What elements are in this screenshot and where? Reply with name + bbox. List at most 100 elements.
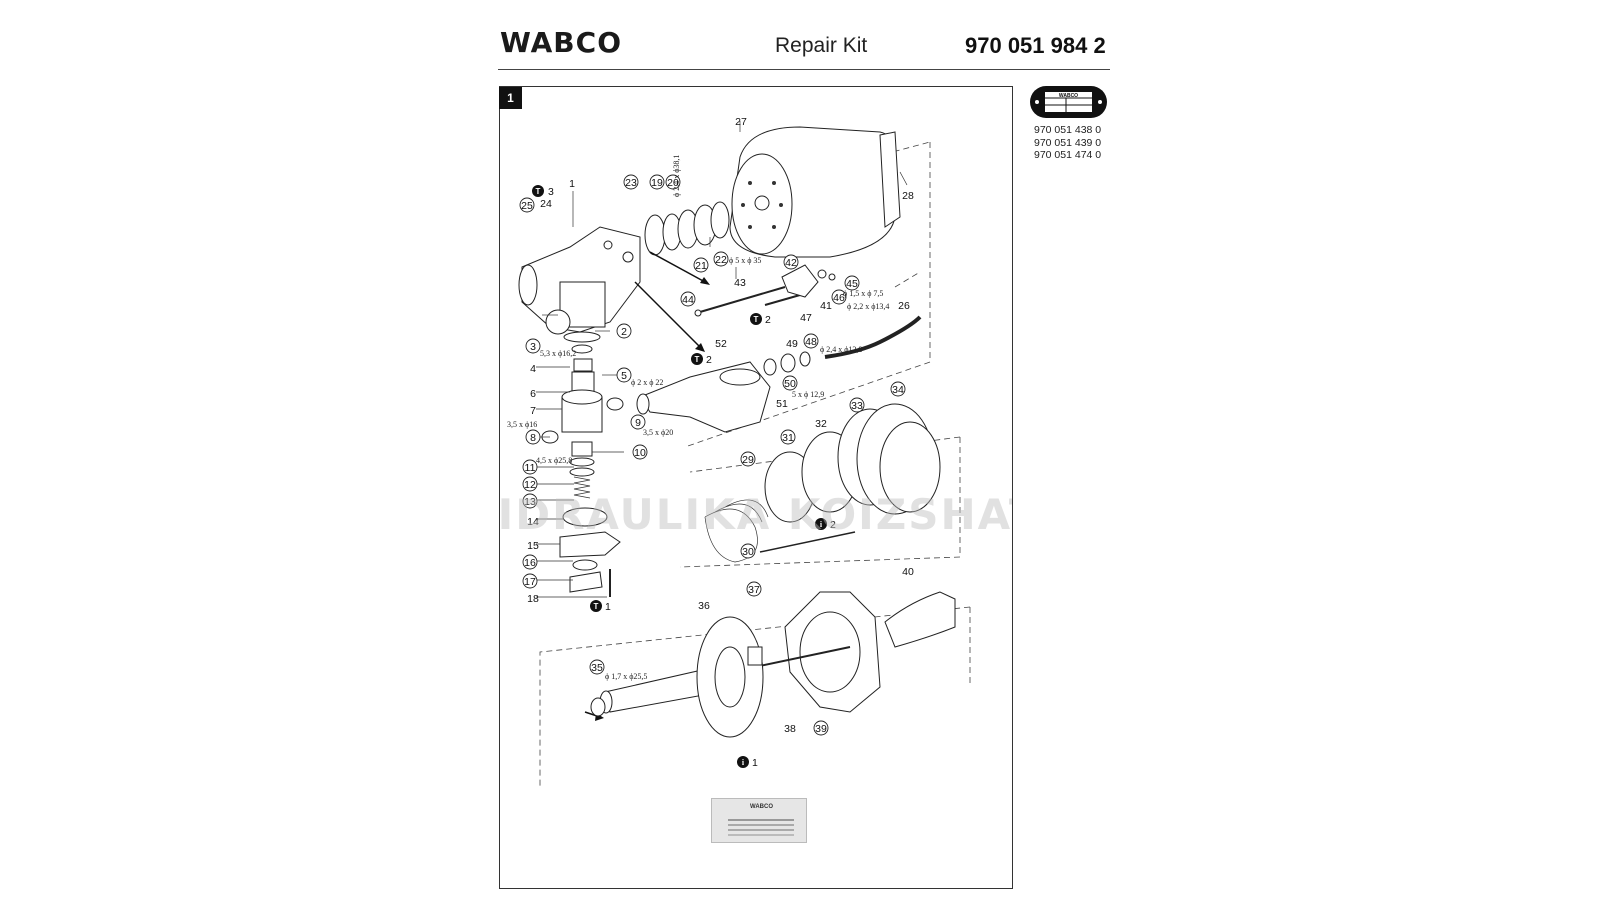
circled-callout-9: 9 (630, 414, 646, 430)
callout-14: 14 (527, 516, 539, 528)
callout-41: 41 (820, 300, 832, 312)
callout-52: 52 (715, 338, 727, 350)
svg-text:2: 2 (621, 326, 627, 338)
svg-text:1: 1 (605, 601, 611, 613)
svg-text:17: 17 (524, 576, 536, 588)
callout-27: 27 (735, 116, 747, 128)
callout-7: 7 (530, 405, 536, 417)
dimension-note: 5 x ϕ 12,9 (792, 390, 824, 399)
seal-rings-stack (644, 201, 730, 256)
svg-text:3: 3 (548, 186, 554, 198)
callout-36: 36 (698, 600, 710, 612)
dimension-note: ϕ 1,5 x ϕ 7,5 (843, 289, 883, 298)
dimension-note: ϕ 1,7 x ϕ25,5 (605, 672, 647, 681)
variant-number: 970 051 439 0 (1034, 136, 1102, 149)
piston-group (704, 403, 941, 563)
svg-text:2: 2 (765, 314, 771, 326)
circled-callout-11: 11 (522, 459, 538, 475)
dimension-note: ϕ 2,4 x ϕ38,1 (672, 155, 681, 197)
svg-text:20: 20 (667, 177, 679, 189)
callout-43: 43 (734, 277, 746, 289)
circled-callout-23: 23 (623, 174, 639, 190)
svg-text:12: 12 (524, 479, 536, 491)
dimension-note: 3,5 x ϕ20 (643, 428, 673, 437)
svg-text:50: 50 (784, 378, 796, 390)
circled-callout-20: 20 (665, 174, 681, 190)
svg-text:23: 23 (625, 177, 637, 189)
relay-body (636, 351, 811, 433)
callout-1: 1 (569, 178, 575, 190)
callout-38: 38 (784, 723, 796, 735)
dimension-note: 3,5 x ϕ16 (507, 420, 537, 429)
svg-text:35: 35 (591, 662, 603, 674)
piston-plate-assembly (754, 591, 956, 713)
svg-text:31: 31 (782, 432, 794, 444)
callout-15: 15 (527, 540, 539, 552)
exploded-view-diagram: 1 24 4 6 7 14 15 18 27 28 43 41 47 26 52… (500, 116, 1012, 787)
svg-text:i: i (742, 758, 745, 767)
svg-text:34: 34 (892, 384, 904, 396)
svg-text:T: T (754, 315, 759, 324)
svg-text:T: T (695, 355, 700, 364)
svg-text:29: 29 (742, 454, 754, 466)
circled-callout-8: 8 (525, 429, 541, 445)
circled-callout-2: 2 (616, 323, 632, 339)
circled-callout-45: 45 (844, 275, 860, 291)
sachet-label-lines (728, 819, 794, 821)
svg-text:39: 39 (815, 723, 827, 735)
valve-column (541, 331, 624, 597)
svg-text:21: 21 (695, 260, 707, 272)
circled-callout-10: 10 (632, 444, 648, 460)
circled-callout-5: 5 (616, 367, 632, 383)
callout-4: 4 (530, 363, 536, 375)
valve-body (518, 226, 641, 335)
circled-callout-39: 39 (813, 720, 829, 736)
svg-text:2: 2 (830, 519, 836, 531)
dimension-note: 4,5 x ϕ25,8 (536, 456, 572, 465)
circled-callout-33: 33 (849, 397, 865, 413)
circled-callout-34: 34 (890, 381, 906, 397)
dimension-note: ϕ 5 x ϕ 35 (729, 256, 761, 265)
callout-6: 6 (530, 388, 536, 400)
svg-text:i: i (820, 520, 823, 529)
dimension-note: ϕ 2,2 x ϕ13,4 (847, 302, 889, 311)
svg-text:5: 5 (621, 370, 627, 382)
circled-callout-42: 42 (783, 254, 799, 270)
section-number-badge: 1 (499, 87, 522, 109)
dimension-note: ϕ 2 x ϕ 22 (631, 378, 663, 387)
svg-text:13: 13 (524, 496, 536, 508)
circled-callout-12: 12 (522, 476, 538, 492)
callout-40: 40 (902, 566, 914, 578)
circled-callout-17: 17 (522, 573, 538, 589)
watermark-text: HIDRAULIKA KOIZSHAT (500, 490, 1012, 539)
circled-callout-30: 30 (740, 543, 756, 559)
circled-callout-25: 25 (519, 197, 535, 213)
kit-part-number: 970 051 984 2 (965, 33, 1106, 58)
circled-callout-44: 44 (680, 291, 696, 307)
svg-text:46: 46 (833, 292, 845, 304)
circled-callout-19: 19 (649, 174, 665, 190)
circled-callout-16: 16 (522, 554, 538, 570)
circled-callout-22: 22 (713, 251, 729, 267)
svg-text:37: 37 (748, 584, 760, 596)
svg-text:19: 19 (651, 177, 663, 189)
callout-32: 32 (815, 418, 827, 430)
variant-number: 970 051 438 0 (1034, 124, 1102, 136)
svg-text:11: 11 (525, 462, 536, 474)
svg-text:22: 22 (715, 254, 727, 266)
sachet-logo: WABCO (750, 804, 773, 810)
svg-text:T: T (594, 602, 599, 611)
svg-text:2: 2 (706, 354, 712, 366)
circled-callout-46: 46 (831, 289, 847, 305)
svg-text:T: T (536, 187, 541, 196)
nameplate-brand: WABCO (1059, 93, 1078, 99)
callout-47: 47 (800, 312, 812, 324)
callout-49: 49 (786, 338, 798, 350)
